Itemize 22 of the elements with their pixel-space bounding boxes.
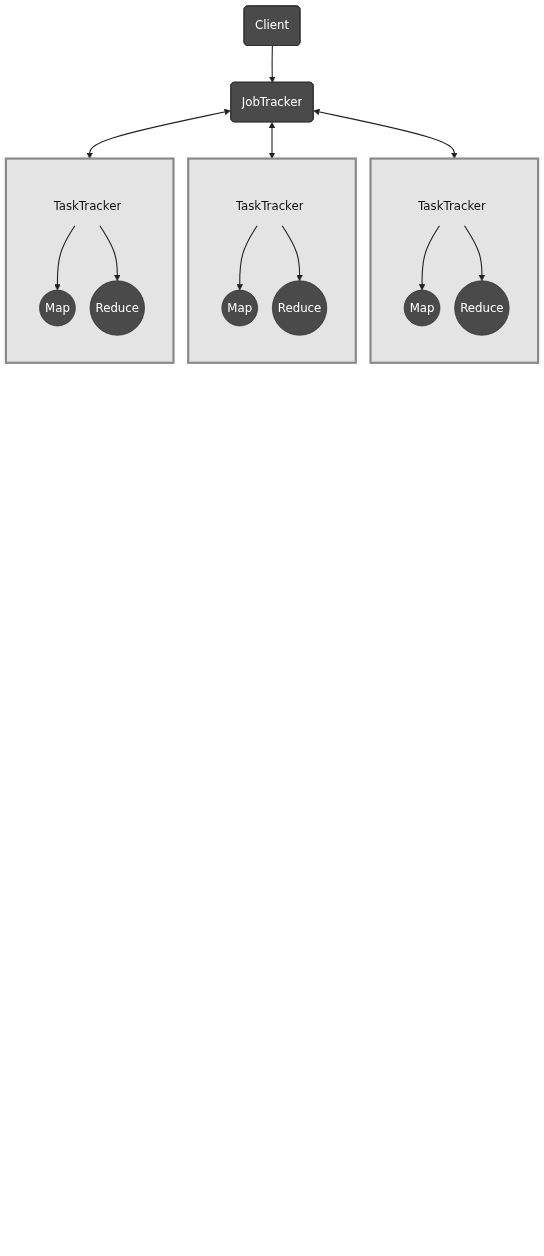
arrow [269,45,276,83]
arrow [418,225,440,291]
cluster [4,157,175,364]
arrow [268,121,276,159]
node-circle: Map [403,289,441,327]
cluster [369,157,540,364]
node-circle: Reduce [89,280,145,336]
arrow [236,225,258,291]
node-circle: Reduce [271,280,328,336]
node-circle: Reduce [454,280,510,336]
arrow [99,225,121,282]
cluster [187,157,357,364]
node-circle: Map [221,289,259,327]
node-text: TaskTracker [235,198,304,213]
arrow [313,108,458,159]
arrow [281,225,303,282]
node-text: TaskTracker [53,198,122,213]
arrow [463,225,486,282]
node-circle: Map [39,289,76,327]
arrow [54,225,76,291]
arrow [86,108,231,159]
node-text: TaskTracker [418,198,486,213]
